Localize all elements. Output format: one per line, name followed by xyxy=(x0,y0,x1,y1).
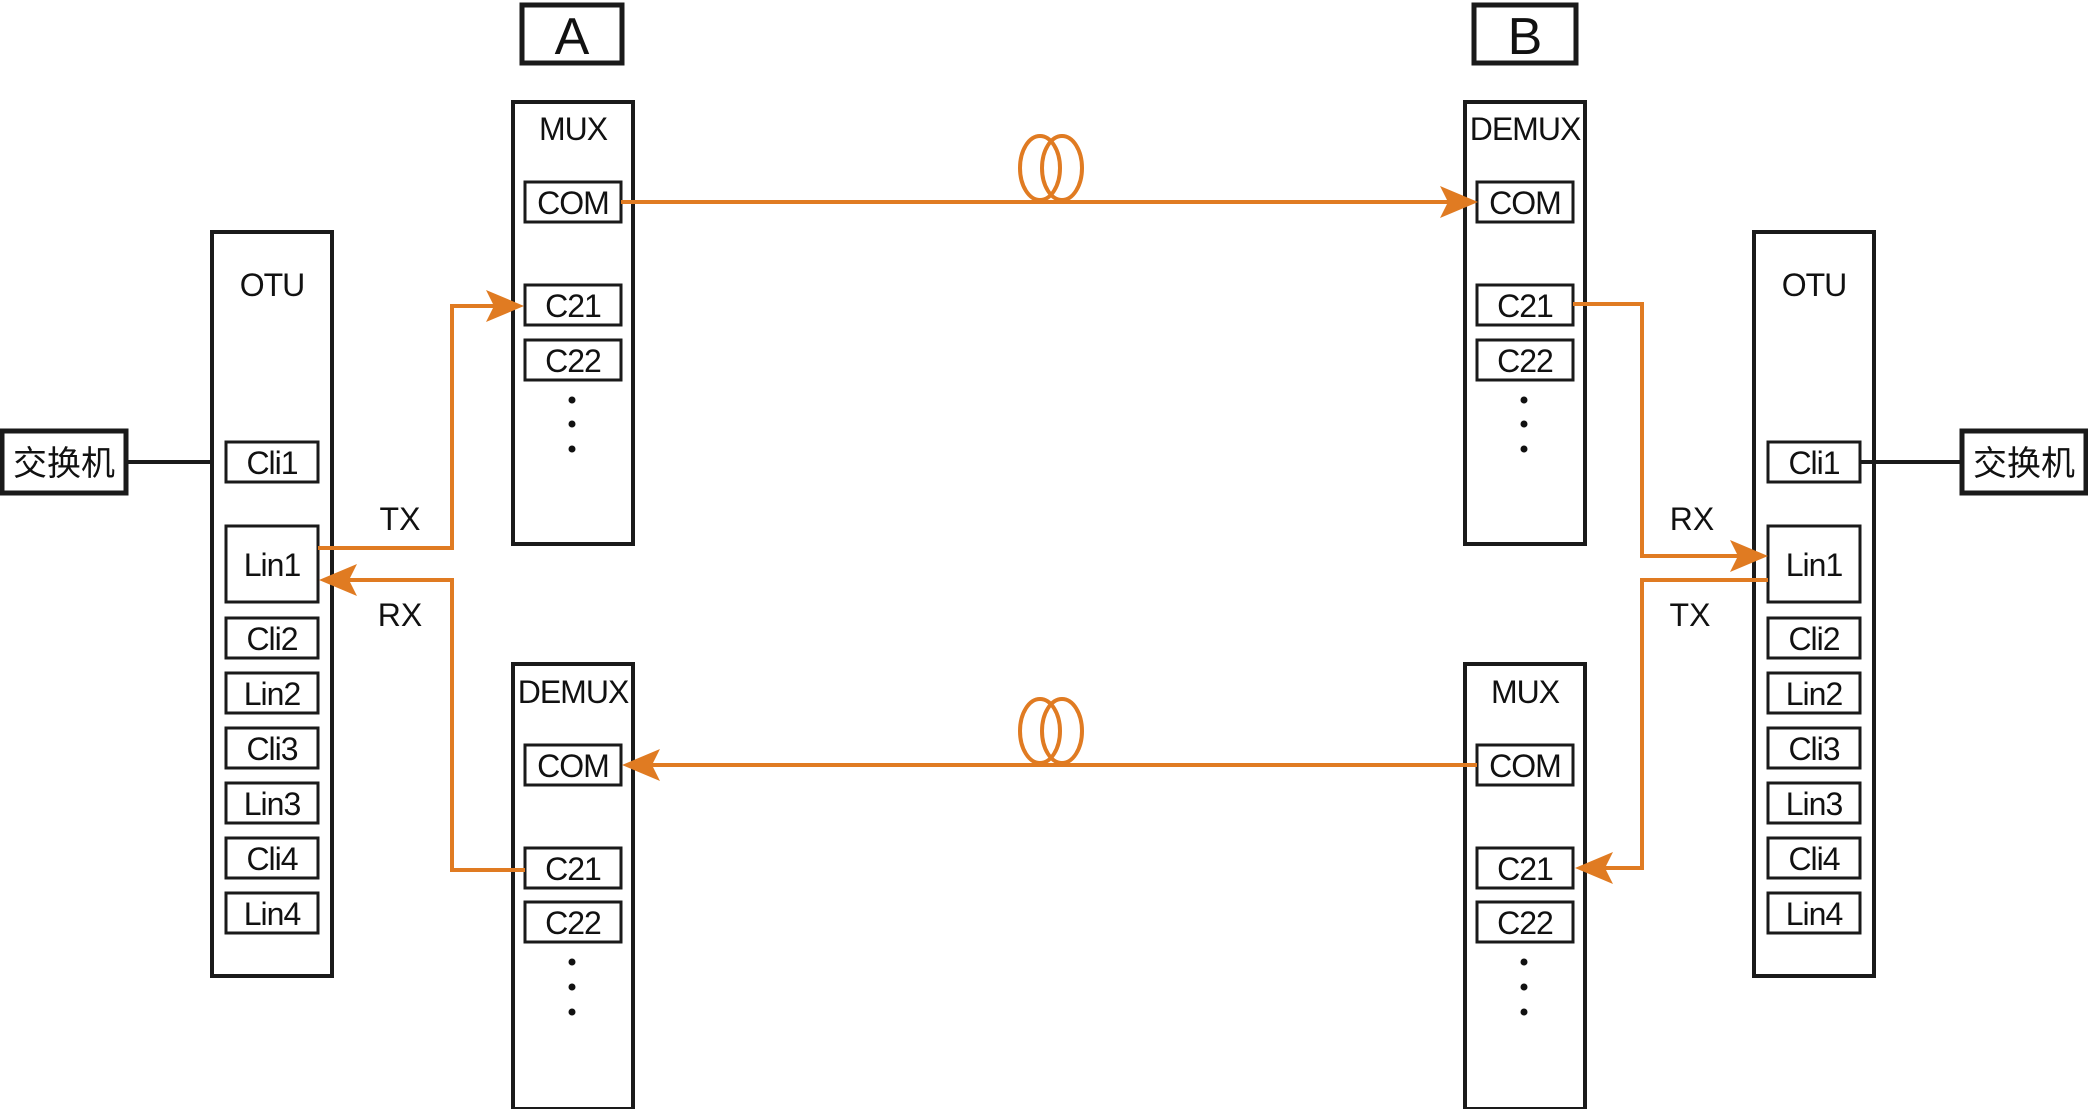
site-b-switch-label: 交换机 xyxy=(1973,444,2075,484)
site-b-otu-port-cli3 xyxy=(1766,726,1862,770)
site-a-otu-port-cli2 xyxy=(224,616,320,660)
site-a-letter: A xyxy=(555,8,590,66)
site-b-demux: DEMUX COM C21 C22 xyxy=(1463,100,1587,546)
site-a-otu-title: OTU xyxy=(240,267,305,303)
site-a-otu-port-label: Lin2 xyxy=(244,676,301,712)
site-b-otu-port-label: Cli3 xyxy=(1788,731,1839,767)
site-a-otu-port-lin2 xyxy=(224,671,320,715)
site-a-otu-port-lin4 xyxy=(224,891,320,935)
site-a-otu-port-cli4 xyxy=(224,836,320,880)
site-b-mux-c22-label: C22 xyxy=(1497,905,1553,941)
site-a-demux-port-c21 xyxy=(523,846,623,890)
site-b-otu-title: OTU xyxy=(1782,267,1847,303)
site-b-label: B xyxy=(1471,2,1579,66)
site-b-tx-label: TX xyxy=(1670,597,1711,633)
site-b-mux: MUX COM C21 C22 xyxy=(1463,662,1587,1109)
site-b-otu-port-lin4 xyxy=(1766,891,1862,935)
site-b-rx-fiber xyxy=(1573,302,1768,572)
site-b-otu-port-cli4 xyxy=(1766,836,1862,880)
site-a-demux-com-label: COM xyxy=(537,748,609,784)
site-b-otu-port-label: Cli1 xyxy=(1788,445,1839,481)
site-a-tx-fiber xyxy=(318,290,524,550)
fiber-coil-icon xyxy=(1018,134,1084,202)
site-a-demux-c22-label: C22 xyxy=(545,905,601,941)
trunk-fiber-a-to-b xyxy=(621,186,1478,218)
site-a-demux-title: DEMUX xyxy=(518,674,629,710)
site-b-demux-c22-label: C22 xyxy=(1497,343,1553,379)
site-a-switch-label: 交换机 xyxy=(13,444,115,484)
site-b-switch: 交换机 xyxy=(1959,428,2088,496)
site-a-otu-port-cli1 xyxy=(224,440,320,484)
site-a-otu-port-label: Lin3 xyxy=(244,786,301,822)
site-a-otu-port-label: Lin4 xyxy=(244,896,301,932)
site-b-mux-com-label: COM xyxy=(1489,748,1561,784)
site-a-rx-fiber xyxy=(319,564,525,872)
site-a-switch: 交换机 xyxy=(0,428,129,496)
site-a-mux: MUX COM C21 C22 xyxy=(511,100,635,546)
site-a-demux-port-com xyxy=(523,743,623,787)
site-b-mux-c21-label: C21 xyxy=(1497,851,1553,887)
site-b-demux-title: DEMUX xyxy=(1470,111,1581,147)
site-a-otu: OTU Cli1 Lin1 Cli2 Lin2 Cli3 Lin3 Cli4 L… xyxy=(210,230,334,978)
site-b-mux-port-c22 xyxy=(1475,900,1575,944)
site-b-otu: OTU Cli1 Lin1 Cli2 Lin2 Cli3 Lin3 Cli4 L… xyxy=(1752,230,1876,978)
site-a-mux-port-com xyxy=(523,180,623,224)
site-a-otu-port-lin3 xyxy=(224,781,320,825)
trunk-fiber-b-to-a xyxy=(622,749,1477,781)
site-a-otu-port-lin1 xyxy=(224,524,320,604)
site-b-otu-port-label: Lin1 xyxy=(1786,547,1843,583)
site-a-demux-port-c22 xyxy=(523,900,623,944)
site-b-mux-title: MUX xyxy=(1491,674,1560,710)
site-a-mux-c21-label: C21 xyxy=(545,288,601,324)
site-b-otu-port-label: Cli4 xyxy=(1788,841,1839,877)
site-b-demux-com-label: COM xyxy=(1489,185,1561,221)
site-a-mux-port-c22 xyxy=(523,338,623,382)
site-a-otu-port-cli3 xyxy=(224,726,320,770)
site-b-otu-port-label: Cli2 xyxy=(1788,621,1839,657)
site-b-otu-port-label: Lin3 xyxy=(1786,786,1843,822)
site-b-tx-fiber xyxy=(1575,578,1768,884)
site-a-label: A xyxy=(519,2,625,66)
site-b-demux-port-com xyxy=(1475,180,1575,224)
fiber-coil-icon xyxy=(1018,697,1084,765)
site-b-rx-label: RX xyxy=(1670,501,1714,537)
site-b-otu-port-label: Lin2 xyxy=(1786,676,1843,712)
site-b-demux-c21-label: C21 xyxy=(1497,288,1553,324)
site-a-otu-port-label: Cli1 xyxy=(246,445,297,481)
site-a-tx-label: TX xyxy=(380,501,421,537)
site-b-otu-port-cli2 xyxy=(1766,616,1862,660)
site-a-demux: DEMUX COM C21 C22 xyxy=(511,662,635,1109)
vertical-ellipsis-icon xyxy=(1520,958,1528,1016)
site-a-mux-c22-label: C22 xyxy=(545,343,601,379)
vertical-ellipsis-icon xyxy=(568,958,576,1016)
site-a-otu-port-label: Lin1 xyxy=(244,547,301,583)
site-b-otu-port-label: Lin4 xyxy=(1786,896,1843,932)
site-b-mux-port-c21 xyxy=(1475,846,1575,890)
site-a-otu-port-label: Cli4 xyxy=(246,841,297,877)
site-a-rx-label: RX xyxy=(378,597,422,633)
site-a-otu-port-label: Cli3 xyxy=(246,731,297,767)
vertical-ellipsis-icon xyxy=(568,396,576,453)
site-a-mux-port-c21 xyxy=(523,283,623,327)
vertical-ellipsis-icon xyxy=(1520,396,1528,453)
site-b-otu-port-lin3 xyxy=(1766,781,1862,825)
site-b-letter: B xyxy=(1508,8,1543,66)
site-b-otu-port-lin1 xyxy=(1766,524,1862,604)
site-a-otu-port-label: Cli2 xyxy=(246,621,297,657)
site-a-mux-com-label: COM xyxy=(537,185,609,221)
site-a-mux-title: MUX xyxy=(539,111,608,147)
site-b-otu-port-lin2 xyxy=(1766,671,1862,715)
site-a-demux-c21-label: C21 xyxy=(545,851,601,887)
site-b-demux-port-c22 xyxy=(1475,338,1575,382)
